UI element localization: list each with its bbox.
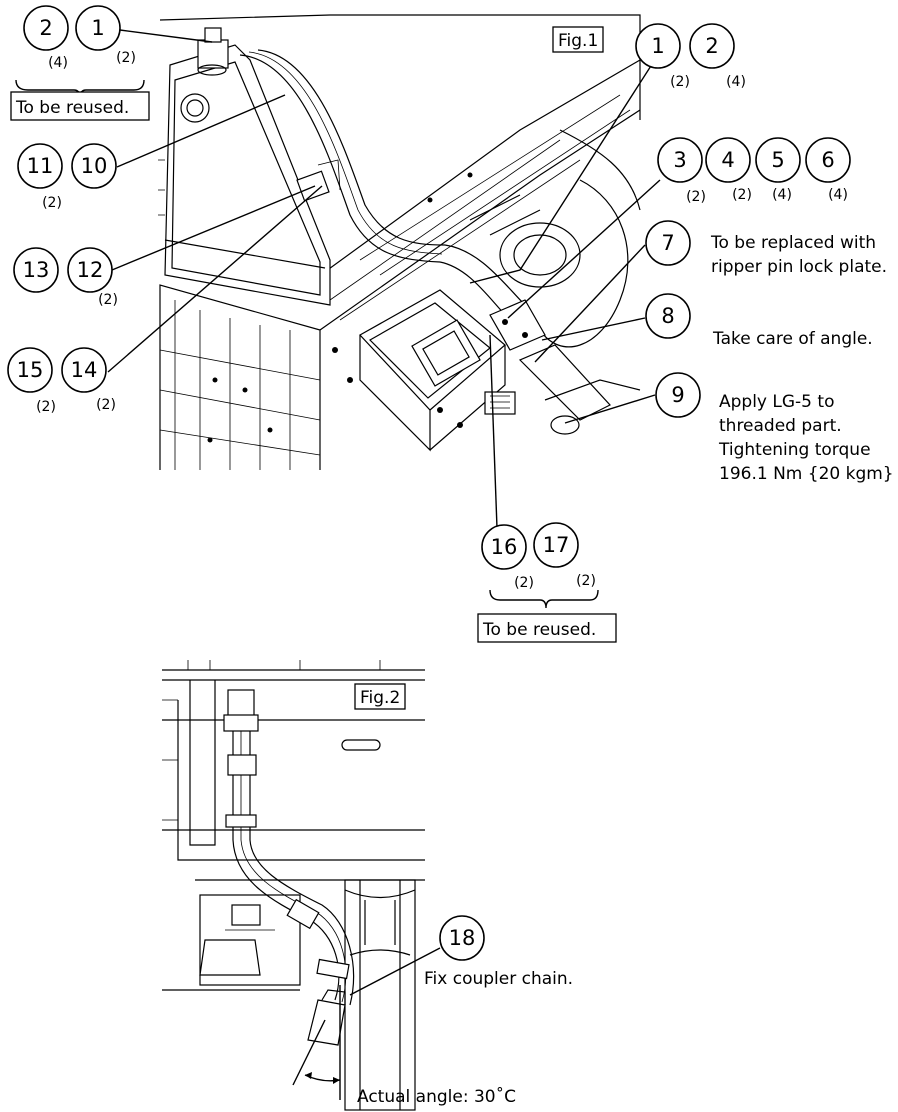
callout-number: 7 <box>661 231 674 255</box>
callout-number: 9 <box>671 383 684 407</box>
fig1-drawing <box>158 14 641 470</box>
fig2-label: Fig.2 <box>360 688 400 708</box>
note-item7-line2: ripper pin lock plate. <box>711 257 887 277</box>
callout-quantity: (4) <box>772 187 792 203</box>
callout-quantity: (2) <box>96 397 116 413</box>
callout-number: 5 <box>771 148 784 172</box>
callout-quantity: (4) <box>726 74 746 90</box>
callout-quantity: (2) <box>36 399 56 415</box>
callout-number: 16 <box>491 535 518 559</box>
callout-circle <box>645 293 691 339</box>
callout-circle <box>23 5 69 51</box>
callout-number: 18 <box>449 926 476 950</box>
note-item8: Take care of angle. <box>712 329 873 349</box>
callout-number: 2 <box>705 34 718 58</box>
callout-circle <box>657 137 703 183</box>
reuse-note-top: To be reused. <box>15 98 129 118</box>
callout-circle <box>7 347 53 393</box>
callout-number: 2 <box>39 16 52 40</box>
fig2-drawing <box>162 660 425 1111</box>
callout-quantity: (2) <box>116 50 136 66</box>
callout-circle <box>481 524 527 570</box>
callout-circle <box>61 347 107 393</box>
callout-quantity: (2) <box>732 187 752 203</box>
callout-number: 1 <box>91 16 104 40</box>
callout-number: 11 <box>27 154 54 178</box>
callout-number: 15 <box>17 358 44 382</box>
callout-quantity: (2) <box>670 74 690 90</box>
callout-number: 14 <box>71 358 98 382</box>
fig1-label: Fig.1 <box>558 31 598 51</box>
note-fix-coupler: Fix coupler chain. <box>424 969 573 989</box>
callout-quantity: (2) <box>576 573 596 589</box>
callout-circle <box>705 137 751 183</box>
callout-quantity: (4) <box>48 55 68 71</box>
reuse-note-bottom: To be reused. <box>482 620 596 640</box>
reuse-box-top <box>10 91 150 121</box>
callout-circle <box>645 220 691 266</box>
fig1-label-box <box>552 26 604 53</box>
callout-number: 6 <box>821 148 834 172</box>
callout-quantity: (2) <box>514 575 534 591</box>
note-item9-line2: threaded part. <box>719 416 842 436</box>
fig2-label-box <box>354 683 406 710</box>
callout-number: 1 <box>651 34 664 58</box>
note-item9-line1: Apply LG-5 to <box>719 392 834 412</box>
fig1-callouts: 2 1 (4) (2) 1 2 (2) (4) 11 10 (2) 13 12 … <box>7 5 851 591</box>
callout-circle <box>13 247 59 293</box>
note-item9-line4: 196.1 Nm {20 kgm} <box>719 464 894 484</box>
fig2-leader-line <box>349 947 441 996</box>
callout-circle <box>75 5 121 51</box>
callout-circle <box>439 915 485 961</box>
callout-circle <box>655 372 701 418</box>
callout-number: 8 <box>661 304 674 328</box>
callout-number: 3 <box>673 148 686 172</box>
callout-number: 4 <box>721 148 734 172</box>
reuse-box-bottom <box>477 613 617 643</box>
callout-number: 13 <box>23 258 50 282</box>
callout-circle <box>805 137 851 183</box>
callout-circle <box>755 137 801 183</box>
callout-circle <box>635 23 681 69</box>
callout-quantity: (2) <box>42 195 62 211</box>
callout-circle <box>67 247 113 293</box>
callout-circle <box>533 522 579 568</box>
note-item7-line1: To be replaced with <box>710 233 876 253</box>
callout-circle <box>689 23 735 69</box>
callout-quantity: (4) <box>828 187 848 203</box>
note-item9-line3: Tightening torque <box>718 440 871 460</box>
callout-circle <box>17 143 63 189</box>
callout-number: 12 <box>77 258 104 282</box>
callout-number: 10 <box>81 154 108 178</box>
callout-circle <box>71 143 117 189</box>
callout-quantity: (2) <box>98 292 118 308</box>
callout-quantity: (2) <box>686 189 706 205</box>
callout-number: 17 <box>543 533 570 557</box>
note-actual-angle: Actual angle: 30˚C <box>357 1086 516 1107</box>
